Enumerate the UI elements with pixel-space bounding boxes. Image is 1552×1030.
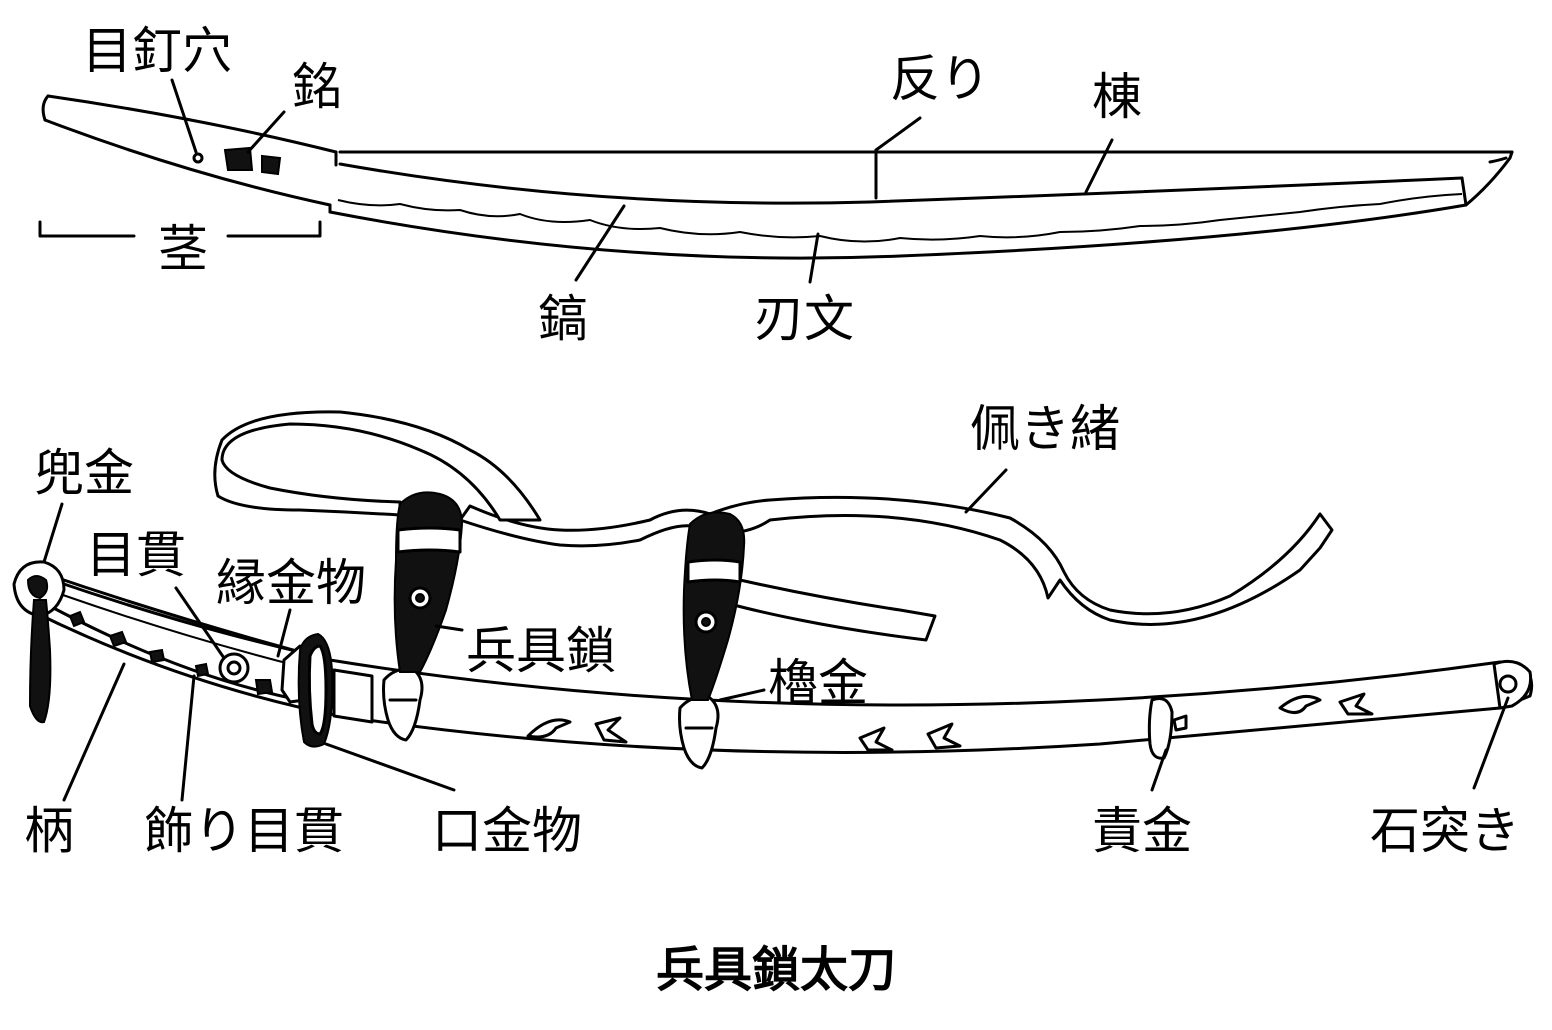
label-kuchi-kanamono: 口金物 [432,802,582,860]
hyogu-gusari-chain-1 [395,492,462,672]
label-tsuka: 柄 [24,802,74,860]
blade-illustration [40,80,1512,282]
label-menuki: 目貫 [86,526,186,584]
leader-sori [876,118,920,198]
leader-kazari-menuki [182,676,194,800]
ashi-fitting-2 [680,697,719,768]
kabutogane-pommel [14,562,64,722]
leader-shinogi [576,206,624,280]
label-ishizuki: 石突き [1370,802,1520,860]
leader-ishizuki [1474,698,1508,788]
label-mekugi-ana: 目釘穴 [82,22,232,80]
label-kabutogane: 兜金 [34,444,134,502]
label-fuchi-kanamono: 縁金物 [216,554,366,612]
label-mune: 棟 [1092,68,1142,126]
blade-notch [330,152,336,212]
diagram-caption: 兵具鎖太刀 [656,942,896,998]
leader-kabutogane [44,504,62,562]
kuchi-kanamono-band [334,670,372,722]
label-hamon: 刃文 [754,290,854,348]
label-kazari-menuki: 飾り目貫 [144,802,344,860]
mei-signature [225,148,280,174]
tang-bottom-edge [45,120,330,205]
leader-tsuka [64,664,124,800]
leader-haki-o [966,470,1006,512]
label-nakago: 茎 [158,220,208,278]
leader-kuchi-kanamono [326,744,454,790]
label-hyogu-gusari: 兵具鎖 [466,622,616,680]
blade-shinogi-line [340,164,1462,203]
blade-kissaki [1462,152,1512,205]
label-sori: 反り [890,50,990,108]
tsuba-guard [299,634,333,747]
label-semegane: 責金 [1092,802,1192,860]
label-yagura-kane: 櫓金 [768,654,868,712]
leader-yagura-kane [720,690,764,700]
haki-o-cord [215,412,1332,640]
label-mei: 銘 [292,58,342,116]
hyogu-gusari-chain-2 [684,512,745,700]
mekugi-hole [194,154,202,162]
label-haki-o: 佩き緒 [970,400,1120,458]
label-shinogi: 鎬 [538,290,588,348]
tang-end [43,96,48,120]
ashi-fitting-1 [384,669,423,740]
leader-mune [1086,140,1112,192]
ishizuki-cap [1494,661,1531,708]
